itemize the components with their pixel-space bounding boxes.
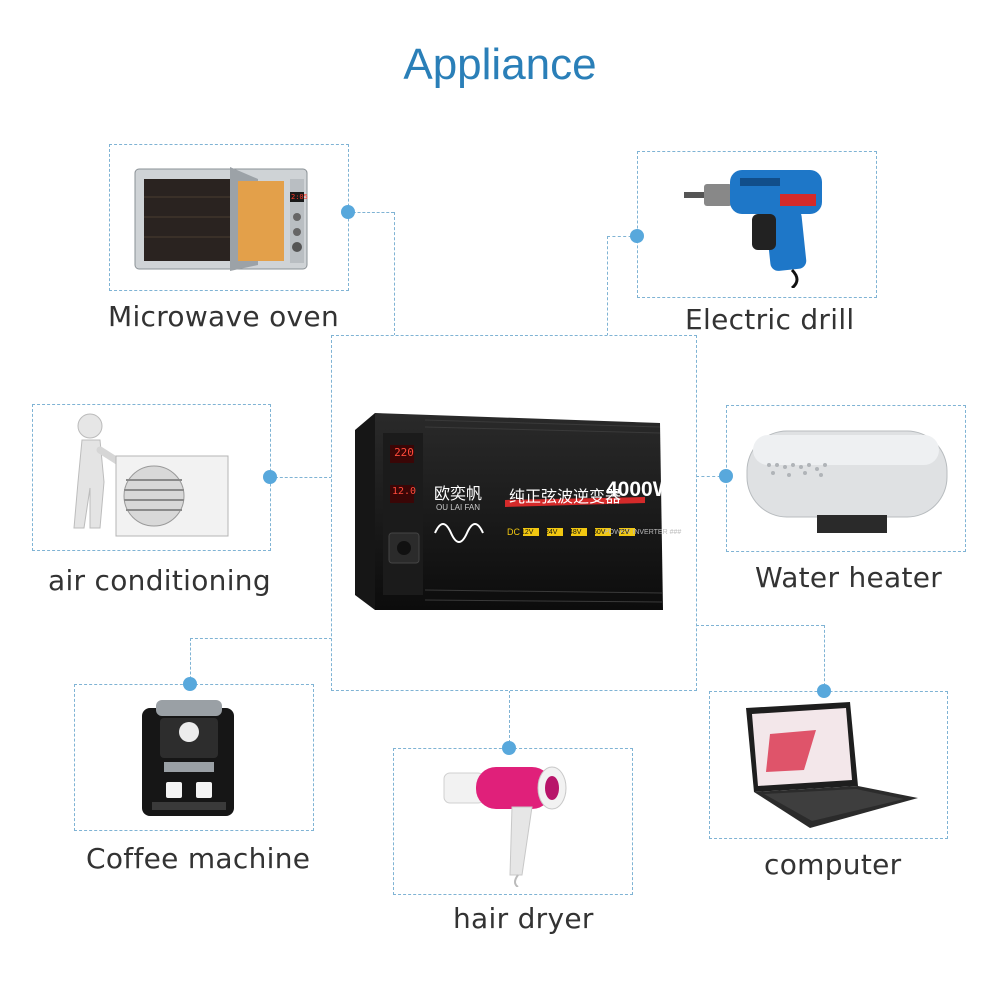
- connector-drill: [607, 236, 637, 237]
- connector-computer: [696, 625, 824, 626]
- connector-dot: [183, 677, 197, 691]
- page-title: Appliance: [403, 40, 597, 89]
- connector-dryer: [509, 690, 510, 748]
- inverter-display-bottom: 12.0: [391, 486, 417, 497]
- voltage-label: 24V: [545, 529, 558, 536]
- connector-ac: [270, 477, 332, 478]
- coffee-machine-icon: [142, 700, 234, 816]
- connector-computer-v: [824, 625, 825, 691]
- air-conditioner-icon: [73, 413, 229, 537]
- microwave-label: Microwave oven: [108, 300, 339, 333]
- connector-microwave-v: [394, 212, 395, 336]
- voltage-label: 48V: [569, 529, 582, 536]
- connector-heater: [696, 476, 726, 477]
- microwave-icon: [134, 167, 308, 271]
- voltage-label: 72V: [617, 529, 630, 536]
- microwave-display: 2:05: [291, 193, 308, 201]
- inverter-brand-en: OU LAI FAN: [436, 503, 481, 512]
- inverter-dc-label: DC: [507, 527, 520, 537]
- connector-coffee-v: [190, 638, 191, 684]
- inverter-product-cn: 纯正弦波逆变器: [509, 487, 622, 506]
- ac-label: air conditioning: [48, 564, 271, 597]
- drill-icon: [684, 170, 822, 288]
- voltage-label: 60V: [593, 529, 606, 536]
- water-heater-icon: [746, 430, 948, 533]
- laptop-icon: [746, 702, 918, 828]
- connector-drill-v: [607, 236, 608, 336]
- computer-label: computer: [764, 848, 902, 881]
- inverter-wattage: 4000W: [606, 478, 673, 501]
- inverter-display-top: 220: [394, 446, 414, 459]
- voltage-label: 12V: [521, 529, 534, 536]
- inverter-icon: [355, 413, 663, 610]
- heater-label: Water heater: [755, 561, 943, 594]
- connector-dot: [719, 469, 733, 483]
- connector-dot: [817, 684, 831, 698]
- connector-dot: [630, 229, 644, 243]
- dryer-label: hair dryer: [453, 902, 594, 935]
- hair-dryer-icon: [443, 766, 567, 887]
- connector-microwave: [348, 212, 394, 213]
- inverter-brand-cn: 欧奕帆: [434, 484, 483, 503]
- drill-label: Electric drill: [685, 303, 855, 336]
- connector-coffee: [190, 638, 332, 639]
- connector-dot: [263, 470, 277, 484]
- connector-dot: [502, 741, 516, 755]
- coffee-label: Coffee machine: [86, 842, 311, 875]
- inverter-subtitle: POWER INVERTER ###: [604, 529, 682, 536]
- connector-dot: [341, 205, 355, 219]
